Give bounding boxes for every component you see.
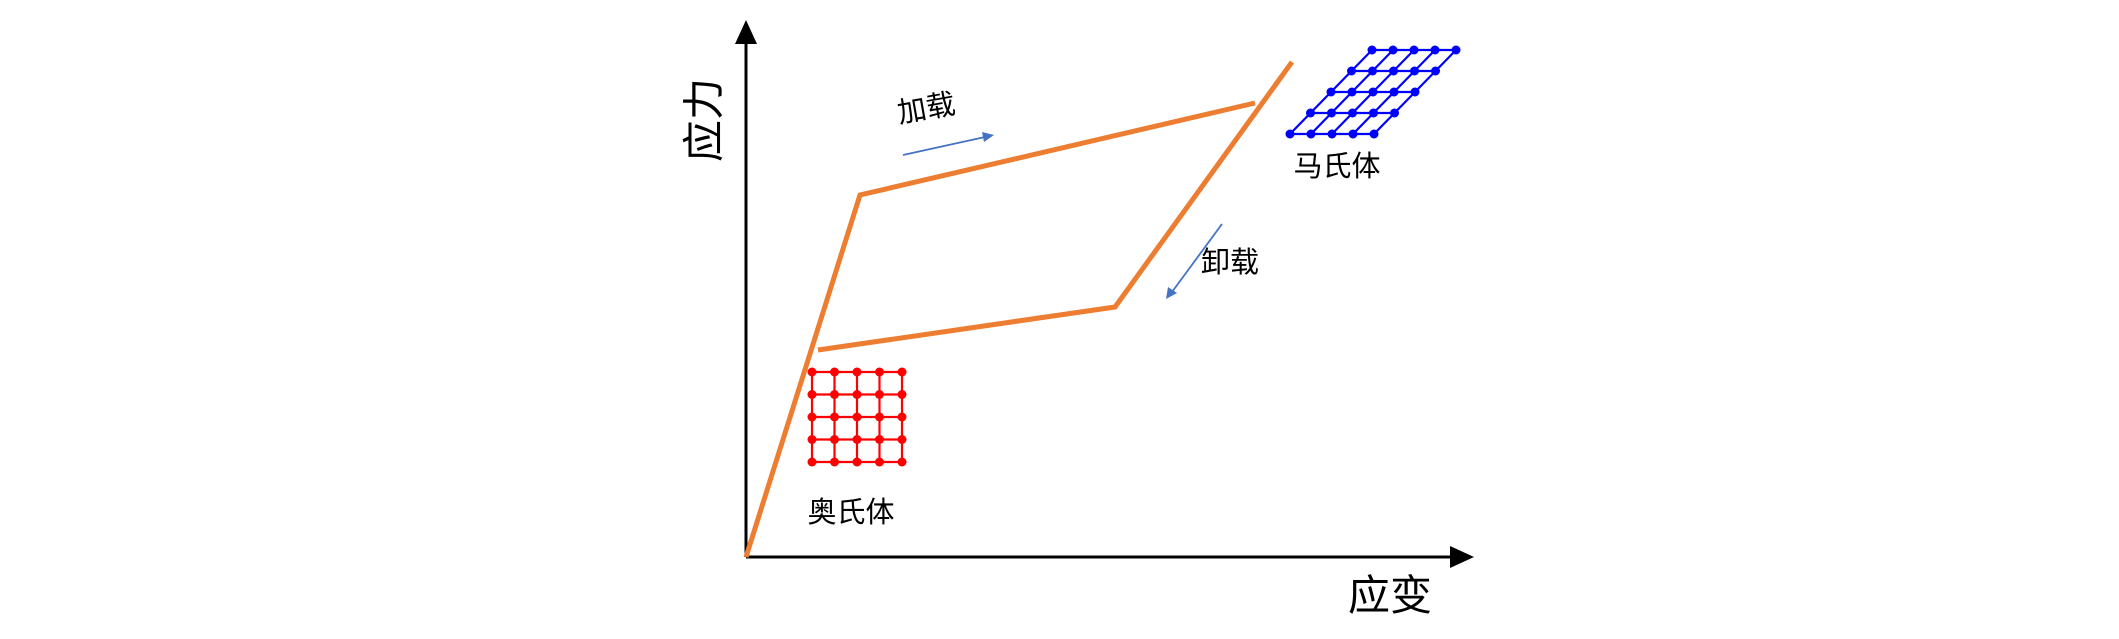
austenite-lattice-atom bbox=[830, 457, 839, 467]
martensite-lattice-atom bbox=[1451, 45, 1461, 55]
austenite-lattice-atom bbox=[897, 435, 907, 444]
martensite-lattice-atom bbox=[1367, 45, 1377, 55]
austenite-lattice-atom bbox=[830, 435, 839, 444]
martensite-lattice-atom bbox=[1369, 129, 1379, 139]
austenite-lattice-atom bbox=[830, 367, 839, 377]
martensite-lattice-atom bbox=[1431, 66, 1440, 76]
loading-path bbox=[743, 100, 1256, 558]
martensite-lattice-atom bbox=[1368, 66, 1377, 76]
martensite-lattice-atom bbox=[1348, 108, 1357, 118]
unloading-path bbox=[817, 60, 1295, 353]
martensite-label: 马氏体 bbox=[1293, 149, 1380, 183]
martensite-lattice-atom bbox=[1389, 66, 1398, 76]
y-axis-title: 应力 bbox=[680, 78, 729, 162]
martensite-lattice-atom bbox=[1369, 108, 1378, 118]
x-axis-arrowhead bbox=[1450, 546, 1474, 568]
austenite-lattice-atom bbox=[875, 435, 884, 444]
austenite-label: 奥氏体 bbox=[807, 495, 894, 529]
axes bbox=[735, 20, 1474, 568]
austenite-lattice-atom bbox=[897, 412, 907, 422]
unloading-arrow bbox=[1166, 223, 1223, 299]
austenite-lattice-atom bbox=[875, 412, 884, 422]
austenite-lattice-atom bbox=[807, 367, 817, 377]
martensite-lattice-atom bbox=[1409, 45, 1419, 55]
martensite-lattice-atom bbox=[1410, 66, 1419, 76]
austenite-lattice-atom bbox=[897, 367, 907, 377]
loading-label: 加载 bbox=[895, 86, 958, 130]
martensite-lattice-atom bbox=[1327, 108, 1336, 118]
martensite-lattice-atom bbox=[1326, 87, 1336, 97]
austenite-lattice-atom bbox=[852, 390, 862, 399]
austenite-lattice-atom bbox=[830, 412, 839, 422]
martensite-lattice-atom bbox=[1388, 45, 1398, 55]
martensite-lattice-atom bbox=[1389, 87, 1399, 97]
martensite-lattice-atom bbox=[1285, 129, 1295, 139]
austenite-lattice-atom bbox=[807, 457, 817, 467]
martensite-lattice-atom bbox=[1368, 87, 1378, 97]
martensite-lattice bbox=[1285, 45, 1461, 139]
unloading-label: 卸载 bbox=[1201, 245, 1259, 279]
martensite-lattice-atom bbox=[1347, 66, 1356, 76]
austenite-lattice-atom bbox=[875, 390, 884, 399]
y-axis-arrowhead bbox=[735, 20, 757, 44]
martensite-lattice-atom bbox=[1390, 108, 1399, 118]
loading-arrow bbox=[902, 132, 994, 156]
martensite-lattice-atom bbox=[1410, 87, 1420, 97]
austenite-lattice-atom bbox=[807, 412, 817, 422]
austenite-lattice-atom bbox=[830, 390, 839, 399]
austenite-lattice-atom bbox=[875, 457, 884, 467]
austenite-lattice-atom bbox=[807, 435, 817, 444]
hysteresis-loop bbox=[743, 60, 1295, 558]
austenite-lattice-atom bbox=[807, 390, 817, 399]
martensite-lattice-atom bbox=[1306, 129, 1316, 139]
austenite-lattice-atom bbox=[852, 367, 862, 377]
martensite-lattice-atom bbox=[1430, 45, 1440, 55]
austenite-lattice-atom bbox=[897, 457, 907, 467]
austenite-lattice-atom bbox=[852, 435, 862, 444]
martensite-lattice-atom bbox=[1348, 129, 1358, 139]
x-axis-title: 应变 bbox=[1348, 571, 1432, 620]
austenite-lattice-atom bbox=[897, 390, 907, 399]
austenite-lattice bbox=[807, 367, 907, 467]
martensite-lattice-atom bbox=[1306, 108, 1315, 118]
martensite-lattice-atom bbox=[1347, 87, 1357, 97]
austenite-lattice-atom bbox=[852, 412, 862, 422]
martensite-lattice-atom bbox=[1327, 129, 1337, 139]
austenite-lattice-atom bbox=[875, 367, 884, 377]
austenite-lattice-atom bbox=[852, 457, 862, 467]
